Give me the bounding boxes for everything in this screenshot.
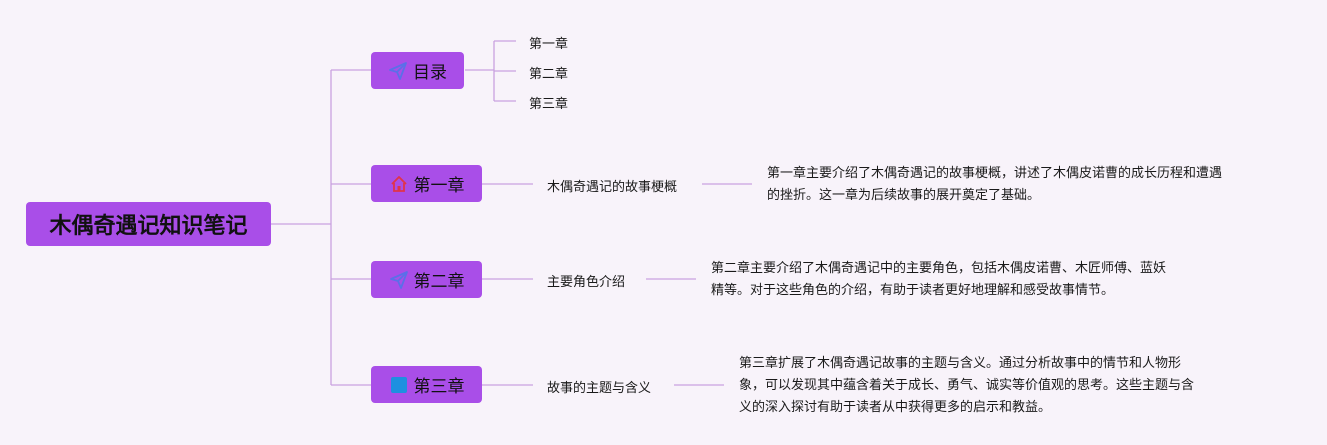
- description-line: 精等。对于这些角色的介绍，有助于读者更好地理解和感受故事情节。: [711, 283, 1115, 298]
- branch-chapter-3[interactable]: 第三章: [371, 366, 482, 403]
- branch-chapter-2[interactable]: 第二章: [371, 261, 482, 298]
- root-node[interactable]: 木偶奇遇记知识笔记: [26, 202, 271, 246]
- branch-contents[interactable]: 目录: [371, 52, 464, 89]
- description-line: 第一章主要介绍了木偶奇遇记的故事梗概，讲述了木偶皮诺曹的成长历程和遭遇: [767, 166, 1223, 181]
- blue-square-icon: [389, 375, 409, 395]
- chapter-2-topic[interactable]: 主要角色介绍: [547, 275, 626, 290]
- paper-plane-icon: [388, 61, 408, 81]
- chapter-2-description[interactable]: 第二章主要介绍了木偶奇遇记中的主要角色，包括木偶皮诺曹、木匠师傅、蓝妖 精等。对…: [711, 258, 1166, 302]
- branch-label: 目录: [413, 63, 447, 83]
- chapter-1-description[interactable]: 第一章主要介绍了木偶奇遇记的故事梗概，讲述了木偶皮诺曹的成长历程和遭遇 的挫折。…: [767, 163, 1222, 207]
- root-title: 木偶奇遇记知识笔记: [49, 214, 248, 239]
- branch-label: 第一章: [413, 176, 465, 196]
- chapter-3-topic[interactable]: 故事的主题与含义: [547, 381, 652, 396]
- description-line: 象，可以发现其中蕴含着关于成长、勇气、诚实等价值观的思考。这些主题与含: [739, 378, 1195, 393]
- branch-label: 第二章: [413, 272, 465, 292]
- description-line: 的挫折。这一章为后续故事的展开奠定了基础。: [767, 188, 1041, 203]
- branch-chapter-1[interactable]: 第一章: [371, 165, 482, 202]
- description-line: 第三章扩展了木偶奇遇记故事的主题与含义。通过分析故事中的情节和人物形: [739, 356, 1182, 371]
- paper-plane-icon: [389, 270, 409, 290]
- chapter-1-topic[interactable]: 木偶奇遇记的故事梗概: [547, 180, 678, 195]
- description-line: 第二章主要介绍了木偶奇遇记中的主要角色，包括木偶皮诺曹、木匠师傅、蓝妖: [711, 261, 1167, 276]
- contents-item-3[interactable]: 第三章: [529, 97, 569, 112]
- home-icon: [389, 174, 409, 194]
- contents-item-2[interactable]: 第二章: [529, 67, 569, 82]
- description-line: 义的深入探讨有助于读者从中获得更多的启示和教益。: [739, 400, 1052, 415]
- chapter-3-description[interactable]: 第三章扩展了木偶奇遇记故事的主题与含义。通过分析故事中的情节和人物形 象，可以发…: [739, 353, 1194, 419]
- branch-label: 第三章: [413, 377, 465, 397]
- contents-item-1[interactable]: 第一章: [529, 37, 569, 52]
